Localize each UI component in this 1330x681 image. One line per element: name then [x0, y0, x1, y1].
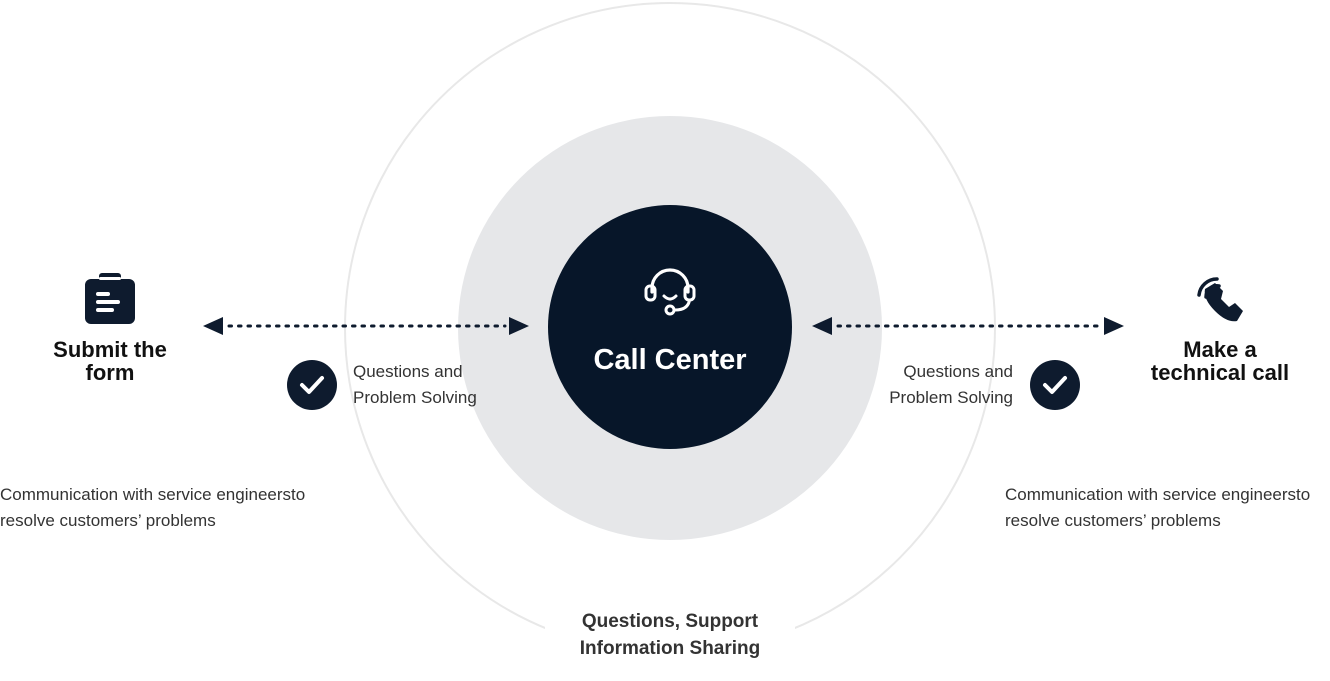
call-center-core — [548, 205, 792, 449]
left-description: Communication with service engineersto r… — [0, 482, 330, 534]
technical-call-title-line1: Make a — [1183, 337, 1257, 362]
technical-call-title: Make a technical call — [1120, 338, 1320, 384]
left-label-line2: Problem Solving — [353, 388, 477, 407]
left-double-arrow — [203, 317, 529, 335]
right-double-arrow — [812, 317, 1124, 335]
submit-form-title-line2: form — [85, 360, 135, 385]
checkmark-icon — [287, 360, 337, 410]
bottom-caption-line2: Information Sharing — [579, 638, 761, 659]
bottom-caption-line1: Questions, Support — [581, 611, 759, 632]
submit-form-title-line1: Submit the — [53, 337, 167, 362]
left-label-line1: Questions and — [353, 362, 463, 381]
submit-form-title: Submit the form — [10, 338, 210, 384]
clipboard-icon — [85, 273, 135, 324]
bottom-caption: Questions, Support Information Sharing — [545, 606, 795, 664]
headset-icon — [644, 268, 696, 316]
checkmark-icon — [1030, 360, 1080, 410]
right-problem-solving-label: Questions and Problem Solving — [853, 359, 1013, 411]
technical-call-title-line2: technical call — [1150, 360, 1290, 385]
left-desc-line2: resolve customers’ problems — [0, 511, 216, 530]
phone-icon — [1197, 277, 1243, 322]
call-center-title: Call Center — [593, 344, 747, 376]
right-desc-line1: Communication with service engineersto — [1005, 485, 1311, 504]
right-label-line2: Problem Solving — [889, 388, 1013, 407]
right-desc-line2: resolve customers’ problems — [1005, 511, 1221, 530]
right-description: Communication with service engineersto r… — [1005, 482, 1330, 534]
left-problem-solving-label: Questions and Problem Solving — [353, 359, 513, 411]
left-desc-line1: Communication with service engineersto — [0, 485, 306, 504]
right-label-line1: Questions and — [903, 362, 1013, 381]
